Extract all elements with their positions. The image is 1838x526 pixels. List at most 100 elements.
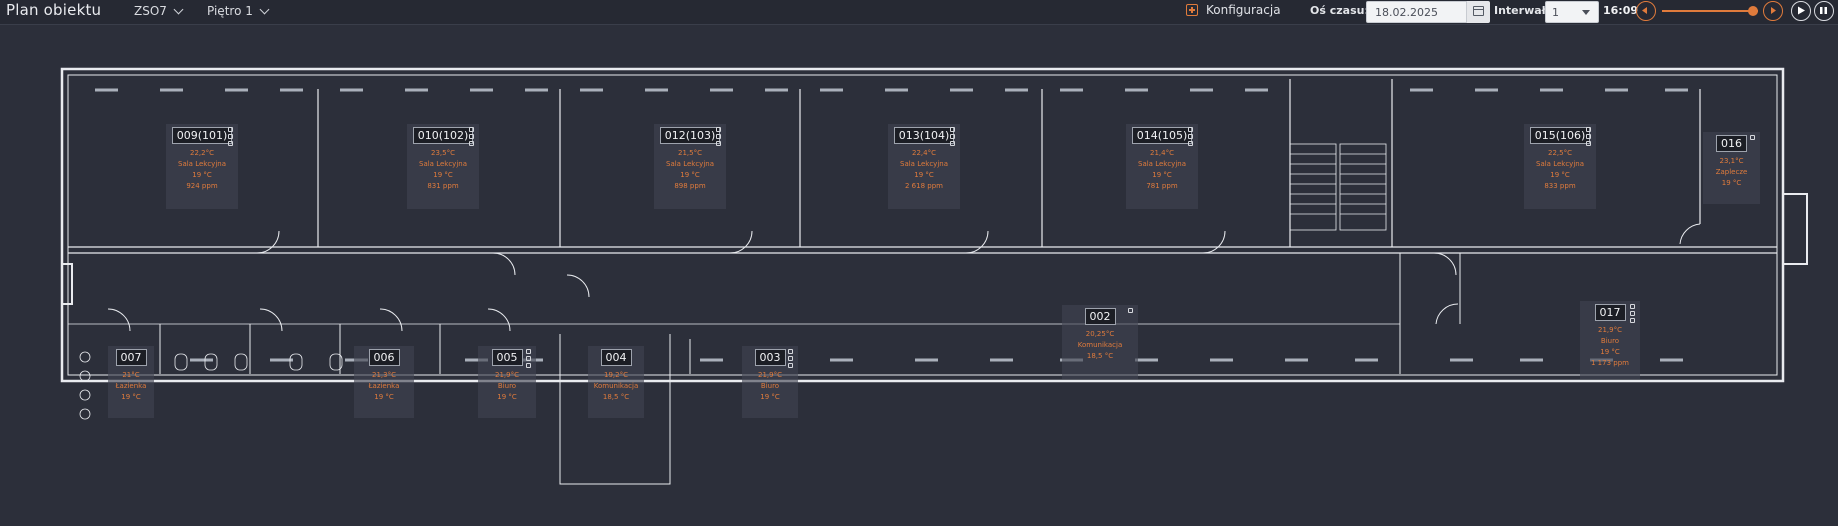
bulb-icon (228, 127, 233, 132)
bulb-icon (950, 127, 955, 132)
sensor-icons (1586, 127, 1593, 146)
timeline-knob[interactable] (1748, 6, 1758, 16)
building-label: ZSO7 (134, 4, 167, 18)
plus-icon (1186, 4, 1198, 16)
room-type: Sala Lekcyjna (178, 160, 226, 168)
sensor-icons (1128, 308, 1135, 313)
staircase (1289, 143, 1387, 231)
step-forward-button[interactable] (1763, 1, 1783, 21)
room-setpoint: 19 °C (374, 393, 394, 401)
config-label: Konfiguracja (1206, 3, 1281, 17)
room-type: Komunikacja (1077, 341, 1123, 349)
room-temperature: 21,3°C (372, 371, 396, 379)
valve-icon (1586, 141, 1591, 146)
annex (1782, 193, 1808, 265)
interval-select[interactable]: 1 (1545, 1, 1599, 23)
room-type: Biuro (1600, 337, 1620, 345)
room-type: Sala Lekcyjna (1536, 160, 1584, 168)
step-back-button[interactable] (1636, 1, 1656, 21)
room-temperature: 22,4°C (912, 149, 936, 157)
room-temperature: 21,9°C (1598, 326, 1622, 334)
room-type: Sala Lekcyjna (1138, 160, 1186, 168)
room-number: 007 (115, 349, 147, 366)
room-number: 006 (368, 349, 400, 366)
room-temperature: 21,4°C (1150, 149, 1174, 157)
room-tag[interactable]: 002 20,25°C Komunikacja 18,5 °C (1062, 305, 1138, 379)
floor-select[interactable]: Piętro 1 (207, 4, 270, 18)
room-type: Łazienka (115, 382, 147, 390)
room-number: 004 (600, 349, 632, 366)
room-tag[interactable]: 005 21,9°C Biuro 19 °C (478, 346, 536, 418)
room-tag[interactable]: 009(101) 22,2°C Sala Lekcyjna 19 °C 924 … (166, 124, 238, 209)
fan-icon (1188, 134, 1193, 139)
room-setpoint: 19 °C (1550, 171, 1570, 179)
date-input[interactable]: 18.02.2025 (1366, 1, 1489, 23)
sensor-icons (788, 349, 795, 368)
toilets (79, 351, 343, 420)
room-tag[interactable]: 017 21,9°C Biuro 19 °C 1 173 ppm (1580, 301, 1640, 379)
room-setpoint: 19 °C (433, 171, 453, 179)
room-temperature: 22,2°C (190, 149, 214, 157)
time-axis-label: Oś czasu: (1310, 4, 1369, 17)
sensor-icons (1750, 135, 1757, 140)
pause-button[interactable] (1814, 1, 1834, 21)
valve-icon (1128, 308, 1133, 313)
valve-icon (469, 141, 474, 146)
timeline-slider[interactable] (1662, 10, 1758, 12)
chevron-down-icon (259, 4, 270, 14)
room-tag[interactable]: 013(104) 22,4°C Sala Lekcyjna 19 °C 2 61… (888, 124, 960, 209)
floor-plan (60, 67, 1808, 485)
room-tag[interactable]: 010(102) 23,5°C Sala Lekcyjna 19 °C 831 … (407, 124, 479, 209)
fan-icon (1586, 134, 1591, 139)
sensor-icons (716, 127, 723, 146)
fan-icon (788, 356, 793, 361)
config-button[interactable]: Konfiguracja (1186, 3, 1281, 17)
room-setpoint: 19 °C (497, 393, 517, 401)
room-number: 013(104) (893, 127, 955, 144)
room-type: Zaplecze (1715, 168, 1748, 176)
room-tag[interactable]: 003 21,9°C Biuro 19 °C (742, 346, 798, 418)
room-tag[interactable]: 007 21°C Łazienka 19 °C (108, 346, 154, 418)
room-co2: 831 ppm (427, 182, 459, 190)
room-tag[interactable]: 006 21,3°C Łazienka 19 °C (354, 346, 414, 418)
room-temperature: 21,9°C (495, 371, 519, 379)
fan-icon (228, 134, 233, 139)
room-setpoint: 19 °C (760, 393, 780, 401)
calendar-button[interactable] (1466, 1, 1490, 23)
room-number: 010(102) (412, 127, 474, 144)
play-button[interactable] (1791, 1, 1811, 21)
valve-icon (950, 141, 955, 146)
side-door (61, 263, 73, 305)
room-setpoint: 18,5 °C (1086, 352, 1114, 360)
room-tag[interactable]: 016 23,1°C Zaplecze 19 °C (1703, 132, 1760, 204)
bulb-icon (716, 127, 721, 132)
room-tag[interactable]: 004 19,2°C Komunikacja 18,5 °C (588, 346, 644, 418)
room-co2: 833 ppm (1544, 182, 1576, 190)
sensor-icons (526, 349, 533, 368)
room-tag[interactable]: 014(105) 21,4°C Sala Lekcyjna 19 °C 781 … (1126, 124, 1198, 209)
valve-icon (1630, 318, 1635, 323)
room-co2: 1 173 ppm (1591, 359, 1629, 367)
arrow-left-icon (1642, 7, 1647, 14)
room-number: 017 (1594, 304, 1626, 321)
valve-icon (228, 141, 233, 146)
valve-icon (716, 141, 721, 146)
building-select[interactable]: ZSO7 (134, 4, 184, 18)
sensor-icons (228, 127, 235, 146)
interval-label: Interwał: (1494, 4, 1551, 17)
inner-wall-line (67, 74, 1778, 376)
room-setpoint: 19 °C (680, 171, 700, 179)
room-type: Komunikacja (593, 382, 639, 390)
room-type: Sala Lekcyjna (900, 160, 948, 168)
room-tag[interactable]: 012(103) 21,5°C Sala Lekcyjna 19 °C 898 … (654, 124, 726, 209)
pause-icon (1820, 7, 1827, 14)
room-number: 016 (1716, 135, 1747, 152)
page-title: Plan obiektu (6, 1, 102, 19)
outer-wall (60, 67, 1785, 383)
room-temperature: 23,1°C (1719, 157, 1744, 165)
room-number: 002 (1084, 308, 1116, 325)
bulb-icon (1586, 127, 1591, 132)
room-setpoint: 19 °C (121, 393, 141, 401)
room-tag[interactable]: 015(106) 22,5°C Sala Lekcyjna 19 °C 833 … (1524, 124, 1596, 209)
valve-icon (1188, 141, 1193, 146)
